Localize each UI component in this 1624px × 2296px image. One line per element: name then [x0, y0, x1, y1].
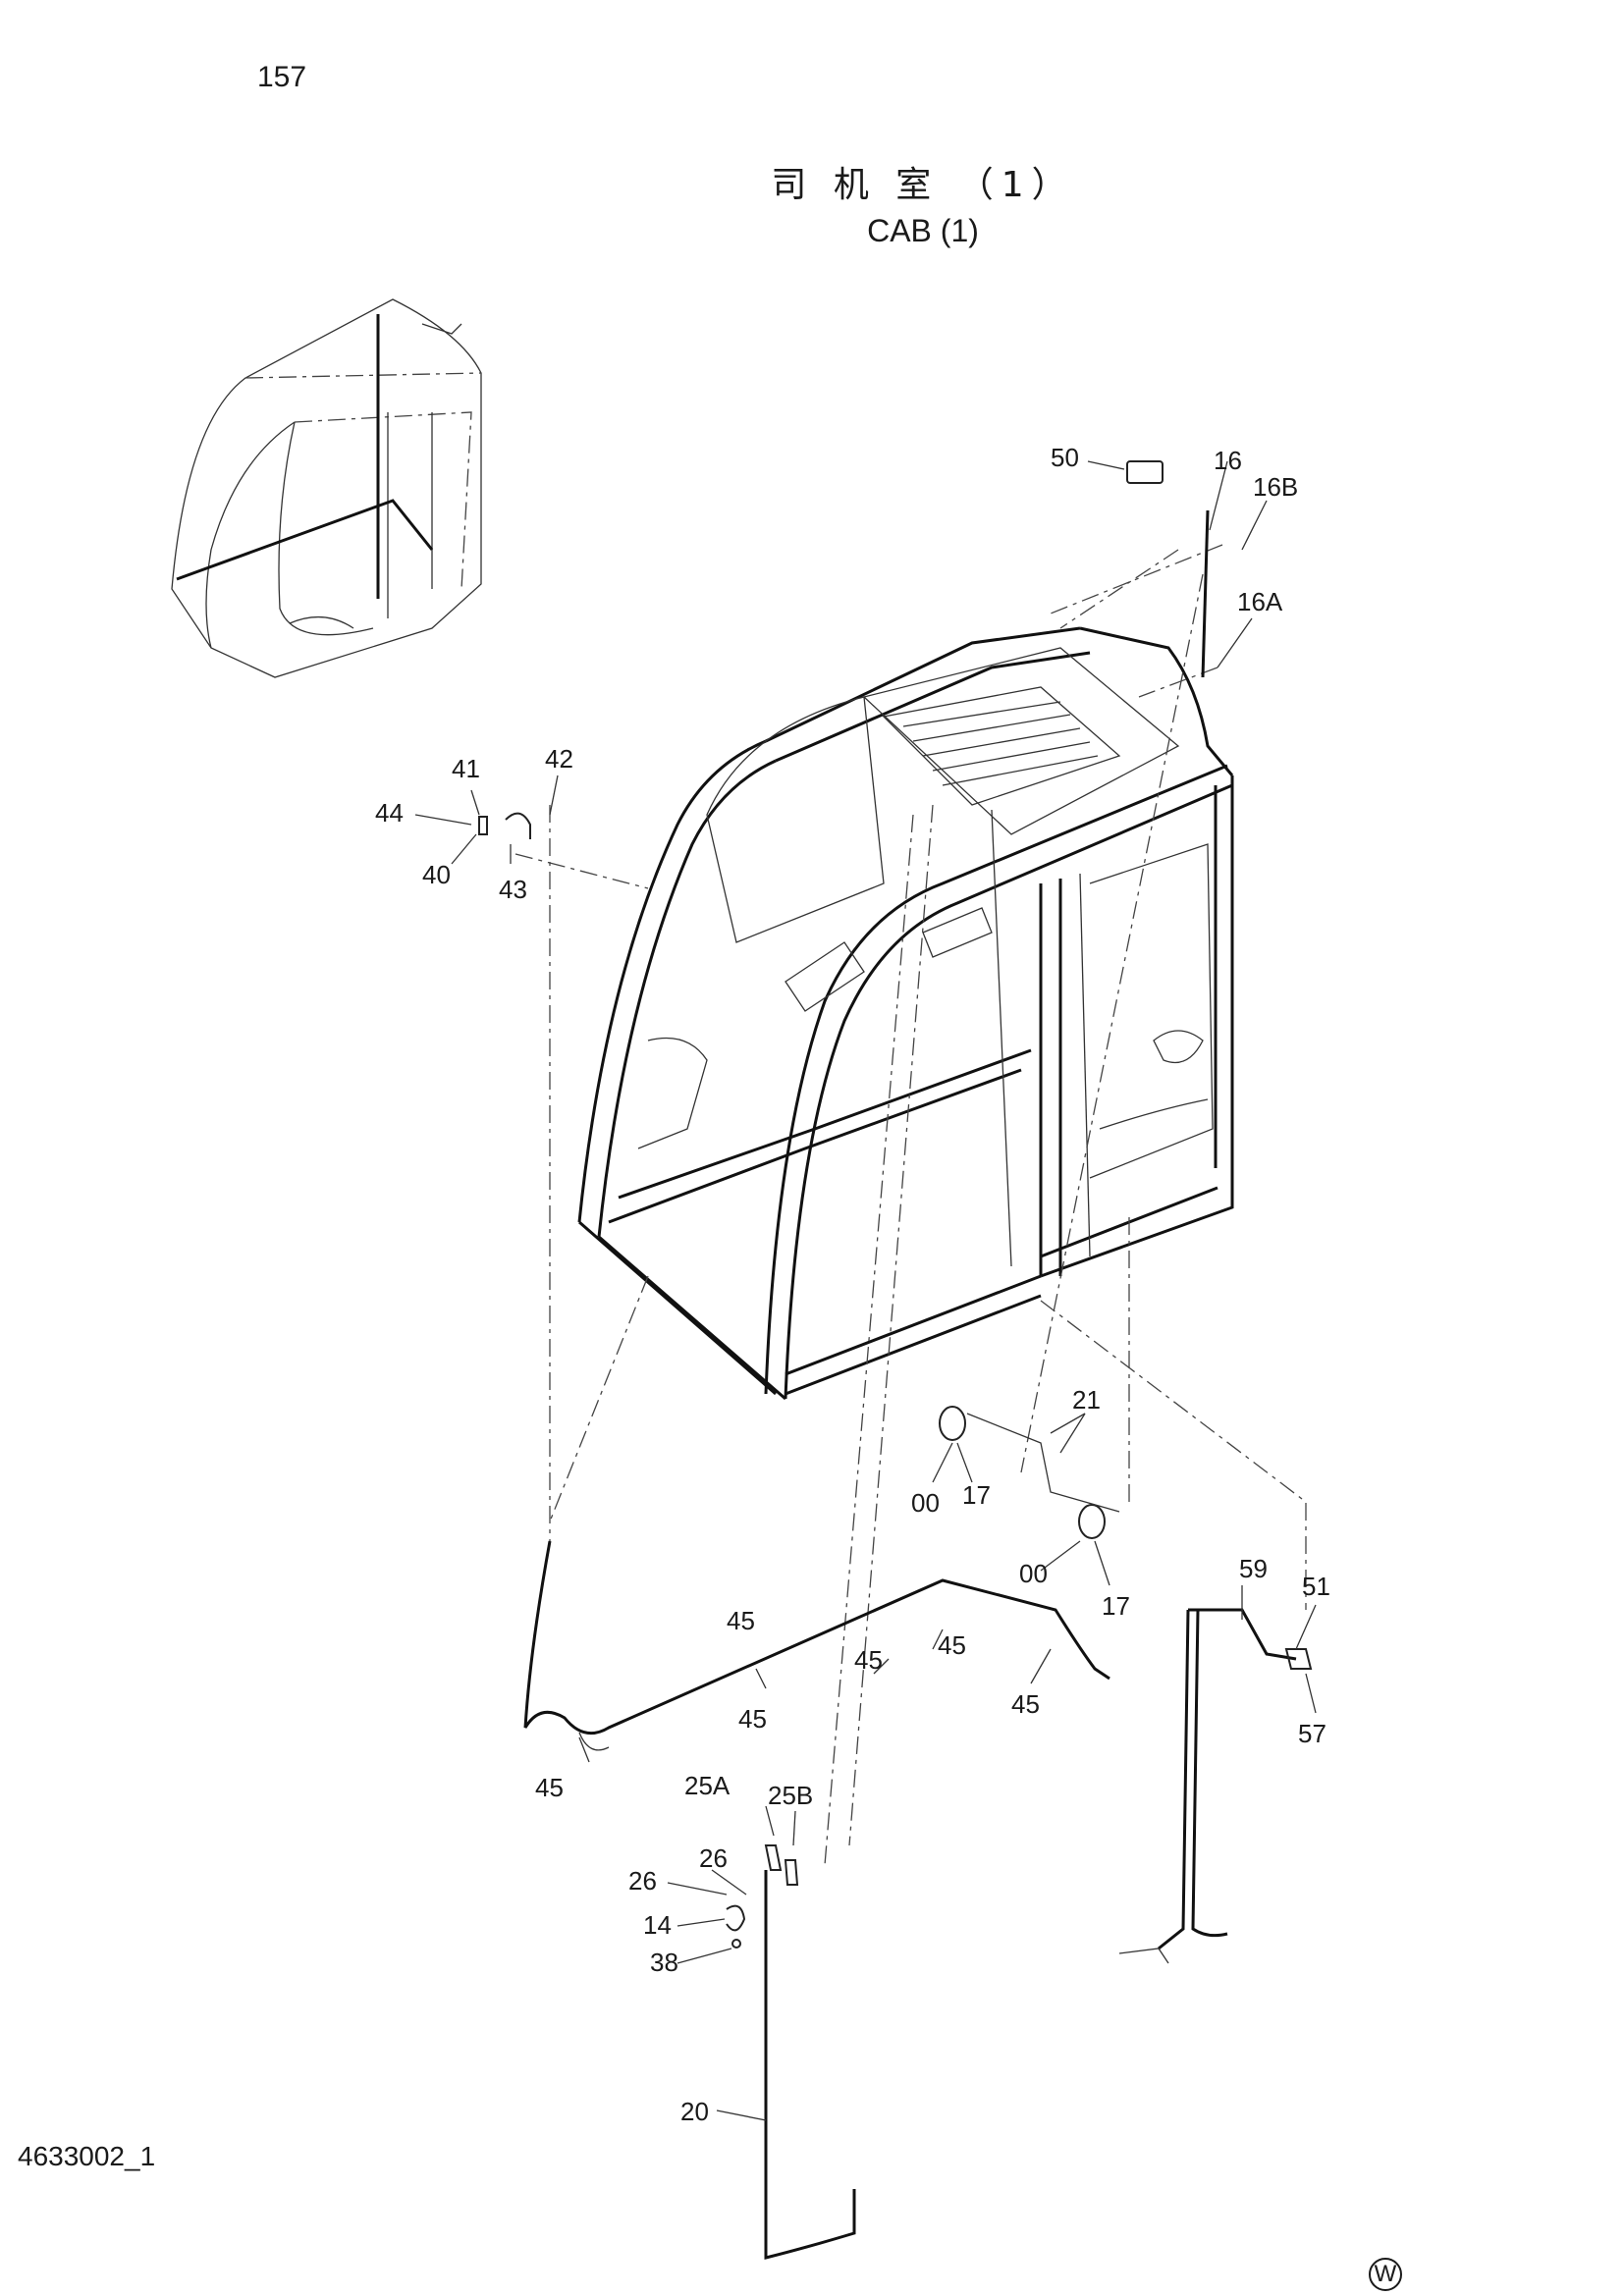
- page-number: 157: [257, 61, 307, 93]
- small-components: [478, 460, 1313, 1949]
- part-label-17-b: 17: [1102, 1591, 1130, 1621]
- part-label-42: 42: [545, 744, 573, 774]
- drawing-number: 4633002_1: [18, 2141, 156, 2171]
- part-label-45-f: 45: [535, 1773, 564, 1802]
- part-label-16b: 16B: [1253, 472, 1298, 502]
- wire-harness-45: [523, 1540, 1110, 1751]
- part-label-43: 43: [499, 875, 527, 904]
- part-label-21: 21: [1072, 1385, 1101, 1415]
- antenna-wire-20: [764, 1870, 856, 2260]
- part-label-00-a: 00: [911, 1488, 940, 1518]
- part-label-38: 38: [650, 1948, 678, 1977]
- part-label-17-a: 17: [962, 1480, 991, 1510]
- part-label-25a: 25A: [684, 1771, 731, 1800]
- page-title-cn: 司 机 室 （1）: [771, 165, 1075, 205]
- part-label-00-b: 00: [1019, 1559, 1048, 1588]
- part-label-45-e: 45: [738, 1704, 767, 1734]
- corner-mark: W: [1369, 2258, 1402, 2291]
- part-label-51: 51: [1302, 1572, 1330, 1601]
- part-label-25b: 25B: [768, 1781, 813, 1810]
- part-label-50: 50: [1051, 443, 1079, 472]
- harness-59: [1118, 1608, 1297, 1964]
- part-label-26-a: 26: [699, 1843, 728, 1873]
- part-labels: 50 16 16B 16A 42 41 44 40 43 21 00 17 00…: [375, 443, 1330, 2126]
- part-label-14: 14: [643, 1910, 672, 1940]
- part-label-45-a: 45: [727, 1606, 755, 1635]
- part-label-26-b: 26: [628, 1866, 657, 1896]
- part-label-40: 40: [422, 860, 451, 889]
- part-label-57: 57: [1298, 1719, 1326, 1748]
- page-title-en: CAB (1): [867, 213, 979, 248]
- part-label-20: 20: [680, 2097, 709, 2126]
- cab-frame: [577, 626, 1234, 1401]
- part-label-16: 16: [1214, 446, 1242, 475]
- title-block: 司 机 室 （1） CAB (1): [766, 162, 1080, 252]
- part-label-45-c: 45: [938, 1630, 966, 1660]
- part-label-44: 44: [375, 798, 404, 828]
- part-label-45-b: 45: [854, 1645, 883, 1675]
- part-label-16a: 16A: [1237, 587, 1283, 616]
- callout-leaders: [414, 460, 1317, 2121]
- reference-cab-thumbnail: [171, 298, 482, 678]
- part-label-59: 59: [1239, 1554, 1268, 1583]
- projection-lines: [514, 544, 1307, 1866]
- part-label-45-d: 45: [1011, 1689, 1040, 1719]
- part-label-41: 41: [452, 754, 480, 783]
